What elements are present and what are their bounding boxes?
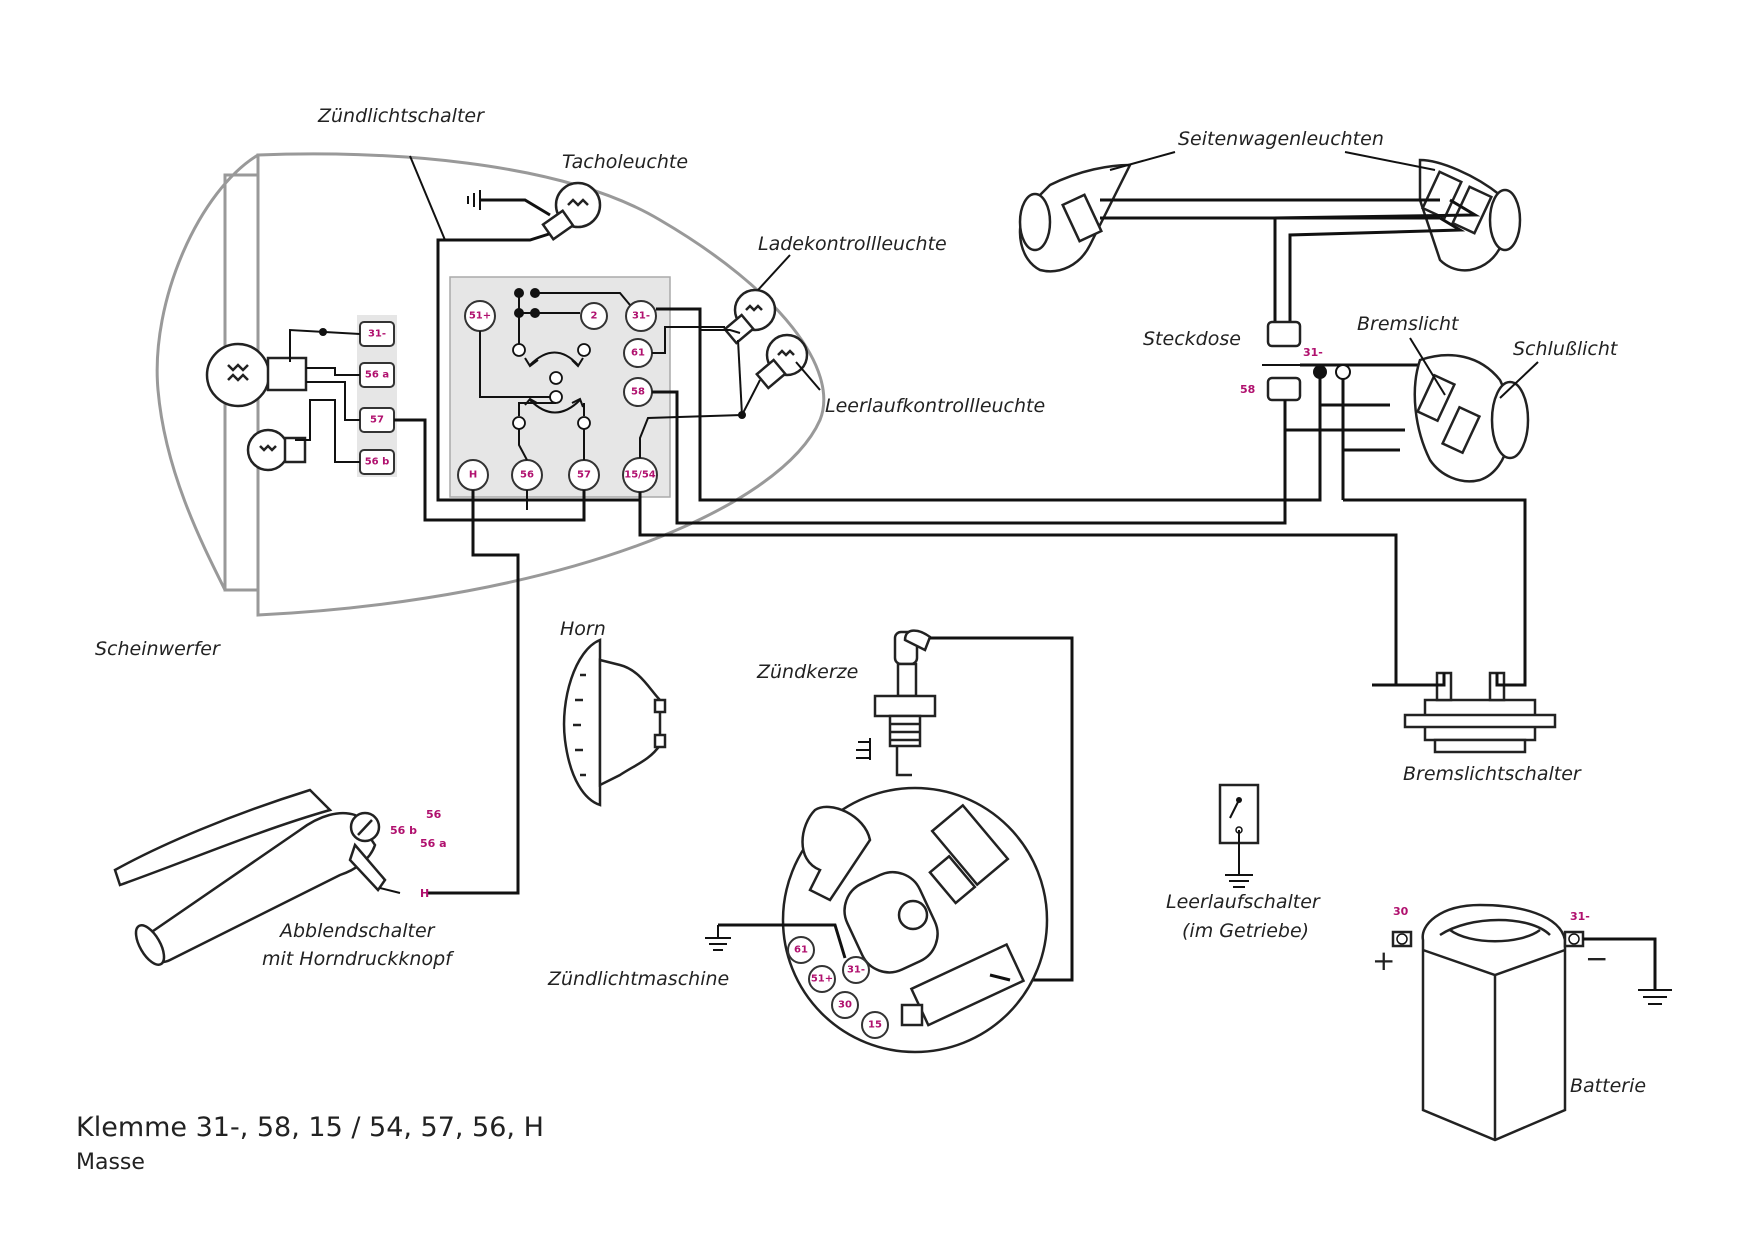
sw-term-51: 51+ xyxy=(469,311,491,322)
sw-term-H: H xyxy=(469,470,477,481)
sw-term-31: 31- xyxy=(632,311,650,322)
leerlaufschalter-part xyxy=(1218,783,1260,888)
steckdose-socket: 31- 58 xyxy=(1240,320,1323,402)
batt-plus-symbol: + xyxy=(1372,944,1395,977)
gen-term-61: 61 xyxy=(794,945,808,956)
label-zuendlichtmaschine: Zündlichtmaschine xyxy=(547,968,729,990)
hl-term-56a: 56 a xyxy=(365,370,389,381)
gen-term-15: 15 xyxy=(868,1020,882,1031)
sw-term-2: 2 xyxy=(591,311,598,322)
label-steckdose: Steckdose xyxy=(1143,328,1241,350)
label-zuendkerze: Zündkerze xyxy=(756,661,858,683)
batt-minus-symbol: − xyxy=(1585,942,1608,975)
label-bremslichtschalter: Bremslichtschalter xyxy=(1403,763,1582,785)
tacholeuchte-bulb xyxy=(541,181,602,241)
footer-klemme-legend: Klemme 31-, 58, 15 / 54, 57, 56, H xyxy=(76,1112,544,1143)
zuendlichtmaschine-part: 61 31- 51+ 30 15 xyxy=(781,786,1049,1054)
label-leerlaufschalter: Leerlaufschalter xyxy=(1166,891,1321,913)
label-schlusslicht: Schlußlicht xyxy=(1513,338,1619,360)
horn-part xyxy=(562,638,667,807)
gen-term-30: 30 xyxy=(838,1000,852,1011)
batt-term-31: 31- xyxy=(1570,910,1590,923)
leader-lines xyxy=(409,151,1539,399)
label-horndruckknopf: mit Horndruckknopf xyxy=(262,948,455,970)
hl-term-57: 57 xyxy=(370,415,384,426)
label-zuendlichtschalter: Zündlichtschalter xyxy=(317,105,485,127)
batt-term-30: 30 xyxy=(1393,905,1409,918)
dimmer-term-H: H xyxy=(420,887,429,900)
dimmer-term-56a: 56 a xyxy=(420,837,447,850)
steckdose-term-31: 31- xyxy=(1303,346,1323,359)
sw-term-58: 58 xyxy=(631,387,645,398)
label-tacholeuchte: Tacholeuchte xyxy=(562,151,688,173)
batterie-part xyxy=(1391,903,1585,1142)
label-bremslicht: Bremslicht xyxy=(1357,313,1460,335)
headlight-bulbs xyxy=(205,342,308,472)
label-scheinwerfer: Scheinwerfer xyxy=(95,638,221,660)
dimmer-term-56b: 56 b xyxy=(390,824,417,837)
gen-term-51: 51+ xyxy=(811,974,833,985)
steckdose-term-58: 58 xyxy=(1240,383,1255,396)
footer-masse-legend: Masse xyxy=(76,1150,145,1175)
sw-term-56: 56 xyxy=(520,470,534,481)
label-im-getriebe: (im Getriebe) xyxy=(1182,920,1309,942)
label-leerlaufkontrollleuchte: Leerlaufkontrollleuchte xyxy=(825,395,1045,417)
kontrollleuchten xyxy=(723,288,809,390)
sw-term-61: 61 xyxy=(631,348,645,359)
hl-term-56b: 56 b xyxy=(365,457,390,468)
label-abblendschalter: Abblendschalter xyxy=(278,920,436,942)
brems-schluss-lamp xyxy=(1413,353,1530,483)
zuendkerze-part xyxy=(856,629,937,777)
sw-term-57: 57 xyxy=(577,470,591,481)
label-horn: Horn xyxy=(560,618,606,640)
label-seitenwagenleuchten: Seitenwagenleuchten xyxy=(1178,128,1384,150)
sw-term-15-54: 15/54 xyxy=(624,470,656,481)
gen-term-31: 31- xyxy=(847,965,865,976)
label-batterie: Batterie xyxy=(1570,1075,1646,1097)
dimmer-term-56: 56 xyxy=(426,808,442,821)
abblendschalter-part xyxy=(113,788,401,966)
label-ladekontrollleuchte: Ladekontrollleuchte xyxy=(758,233,947,255)
hl-term-31: 31- xyxy=(368,329,386,340)
headlight-terminals: 31- 56 a 57 56 b xyxy=(357,315,397,477)
zuendlichtschalter-panel: 51+ 2 31- 61 58 H 56 57 15/54 xyxy=(449,276,671,498)
